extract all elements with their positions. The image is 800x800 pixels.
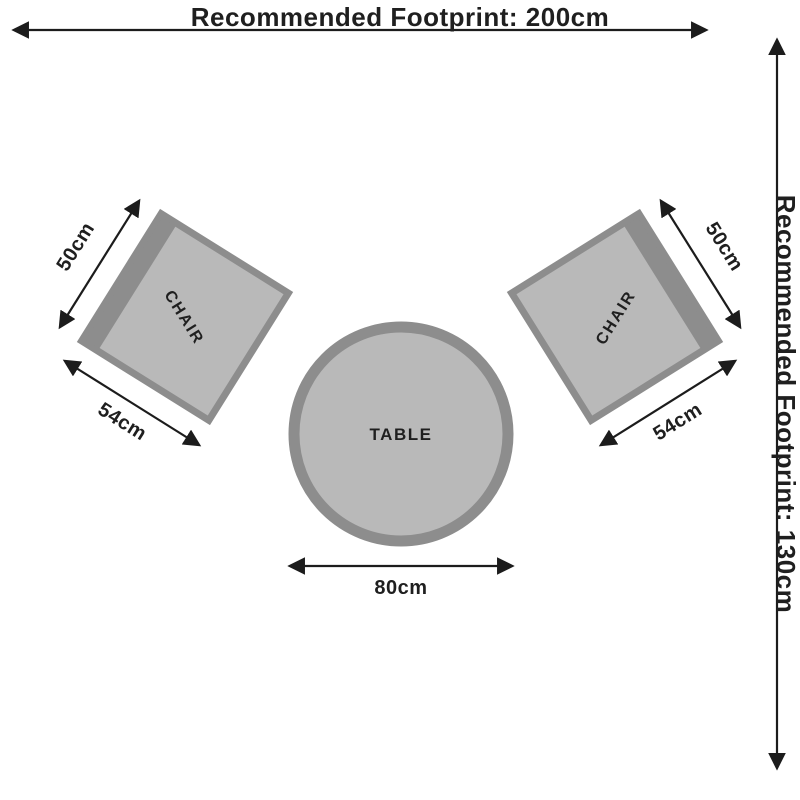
overall-width-label: Recommended Footprint: 200cm (191, 2, 610, 32)
chair-right-depth-arrow (598, 359, 738, 447)
chair-left-depth-label: 54cm (94, 398, 151, 445)
chair-right-depth-label: 54cm (649, 398, 706, 445)
table-label: TABLE (370, 425, 433, 444)
table-circle (288, 321, 514, 547)
chair-left-depth-arrow (62, 359, 202, 447)
overall-width-dimension: Recommended Footprint: 200cm (11, 2, 709, 39)
table-diameter-label: 80cm (374, 577, 427, 599)
table-diameter-dimension: 80cm (287, 557, 515, 599)
overall-depth-dimension: Recommended Footprint: 130cm (768, 37, 800, 771)
overall-depth-label: Recommended Footprint: 130cm (771, 195, 800, 614)
chair-left-width-arrow (58, 198, 141, 330)
chair-right-width-arrow (659, 198, 742, 330)
chair-left-width-label: 50cm (52, 218, 99, 275)
chair-right-width-label: 50cm (701, 218, 748, 275)
